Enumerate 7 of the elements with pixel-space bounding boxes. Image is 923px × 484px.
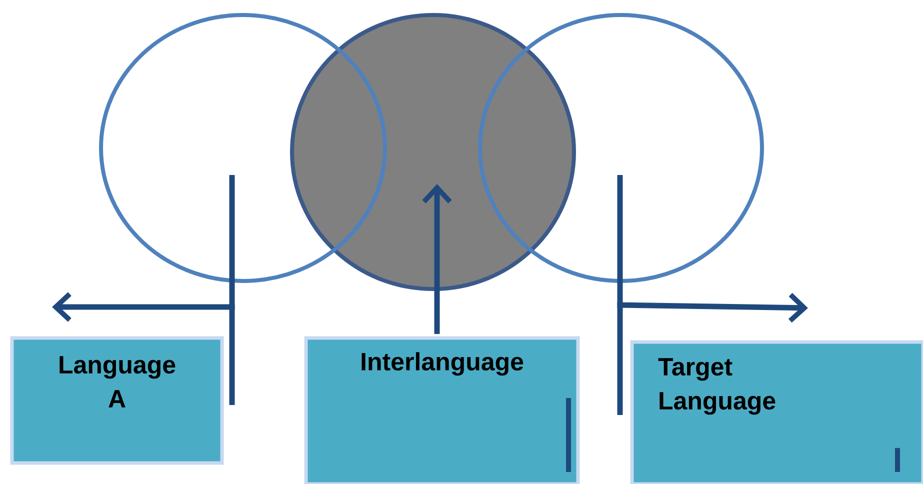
- text-box: Interlanguage: [304, 336, 580, 484]
- text-box: Language A: [10, 336, 224, 465]
- circle-outline: [99, 13, 387, 283]
- circle-outline: [478, 13, 764, 283]
- circle-outline: [290, 13, 576, 291]
- text-box: Target Language: [630, 340, 923, 484]
- arrow: [422, 184, 452, 334]
